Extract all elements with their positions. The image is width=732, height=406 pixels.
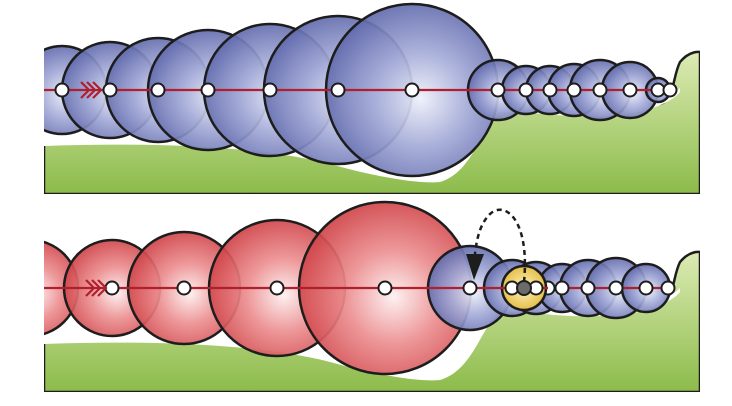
node bbox=[150, 82, 166, 98]
center-node bbox=[516, 280, 532, 296]
node bbox=[662, 82, 678, 98]
node bbox=[608, 280, 624, 296]
node bbox=[518, 82, 534, 98]
node bbox=[622, 82, 638, 98]
node bbox=[580, 280, 596, 296]
node bbox=[490, 82, 506, 98]
node bbox=[176, 280, 192, 296]
node bbox=[54, 82, 70, 98]
top-circle-chain bbox=[44, 2, 678, 178]
node bbox=[566, 82, 582, 98]
curved-arrow bbox=[472, 208, 527, 283]
node bbox=[262, 82, 278, 98]
node bbox=[377, 280, 393, 296]
node bbox=[462, 280, 478, 296]
chevron-arrows bbox=[85, 279, 108, 297]
top-panel bbox=[44, 2, 700, 194]
chevron-arrows bbox=[80, 81, 103, 99]
node bbox=[330, 82, 346, 98]
node bbox=[638, 280, 654, 296]
node bbox=[404, 82, 420, 98]
node bbox=[269, 280, 285, 296]
arrow-head-icon bbox=[466, 254, 484, 280]
bottom-panel bbox=[24, 200, 700, 392]
node bbox=[102, 82, 118, 98]
node bbox=[24, 282, 37, 295]
bottom-circle-chain bbox=[24, 200, 676, 376]
node bbox=[200, 82, 216, 98]
node bbox=[660, 280, 676, 296]
node bbox=[592, 82, 608, 98]
node bbox=[542, 82, 558, 98]
node bbox=[554, 280, 570, 296]
